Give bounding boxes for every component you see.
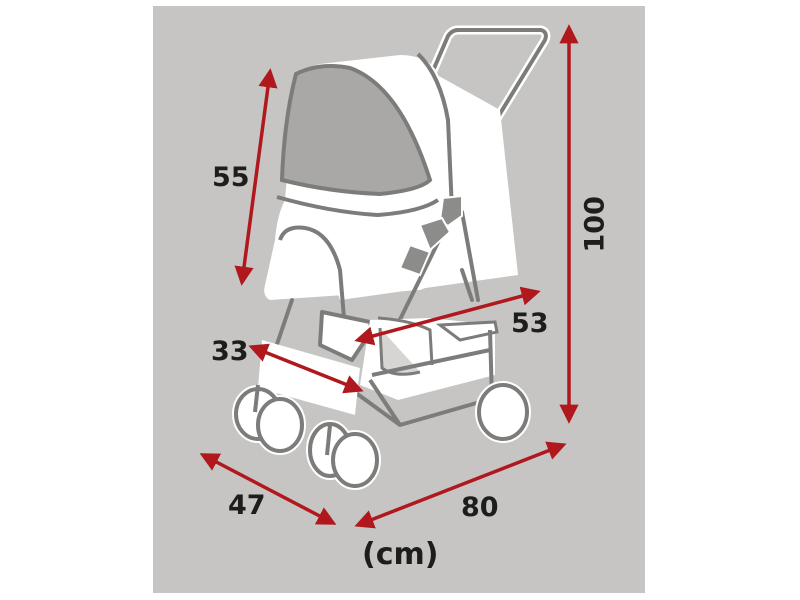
dimension-label-total-height: 100 — [579, 196, 611, 253]
arrow-length — [354, 441, 567, 529]
arrow-canopy-height — [234, 68, 278, 286]
arrow-seat-width — [354, 286, 541, 346]
fold-latch-icon — [398, 194, 463, 277]
dimension-arrows — [199, 24, 579, 529]
arrow-seat-depth — [248, 343, 364, 394]
canopy-icon — [264, 52, 470, 331]
handle-icon — [427, 25, 551, 212]
dimension-label-canopy-height: 55 — [212, 162, 250, 193]
dimension-label-length: 80 — [461, 492, 499, 523]
unit-label: (cm) — [362, 537, 439, 572]
dimension-label-seat-depth: 33 — [211, 336, 249, 367]
dimension-label-width: 47 — [228, 490, 266, 521]
dimension-label-seat-width: 53 — [511, 308, 549, 339]
arrow-width — [199, 453, 337, 525]
